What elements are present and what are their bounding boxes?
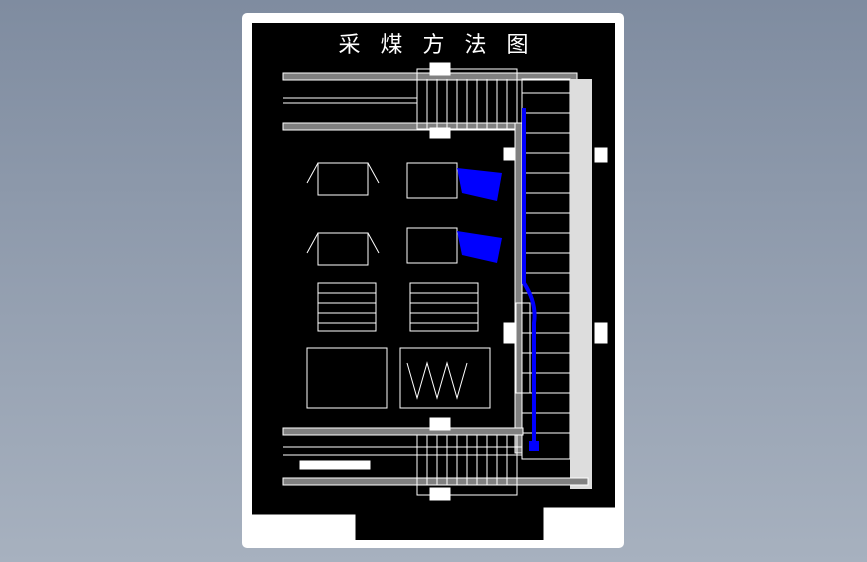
drawing-canvas[interactable]: 采煤方法图 (252, 23, 615, 540)
title-char: 方 (422, 33, 445, 58)
lower-roadway (282, 417, 589, 501)
upper-roadway (282, 62, 578, 139)
title-char: 图 (506, 33, 529, 58)
drawing-title: 采煤方法图 (252, 27, 615, 59)
support-line (522, 108, 537, 443)
support-sections (457, 168, 502, 263)
coal-face (503, 78, 608, 489)
title-char: 采 (338, 33, 361, 58)
title-blocks (252, 507, 615, 540)
title-char: 煤 (380, 33, 403, 58)
tables (306, 282, 491, 409)
title-char: 法 (464, 33, 487, 58)
cad-drawing (252, 62, 615, 540)
section-views (306, 162, 458, 266)
support-end (529, 441, 539, 451)
